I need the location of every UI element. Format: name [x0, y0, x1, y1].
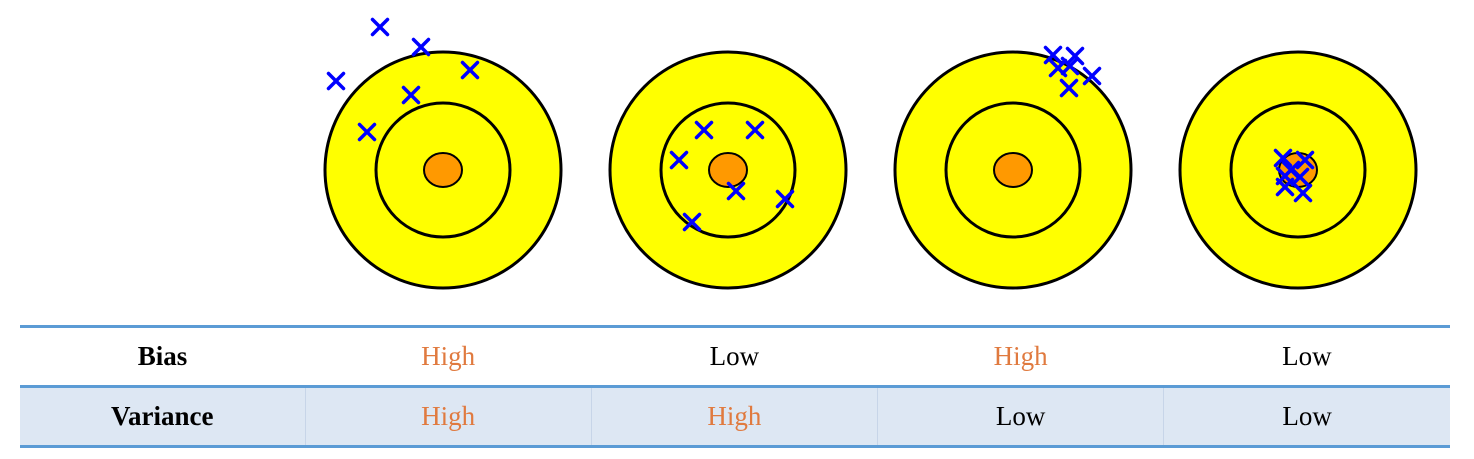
- x-marker-icon: [1275, 177, 1295, 197]
- bullseye: [708, 152, 748, 188]
- variance-cell-2: High: [590, 386, 878, 447]
- bias-cell-2: Low: [709, 341, 760, 371]
- x-marker-icon: [411, 37, 431, 57]
- x-marker-icon: [1273, 148, 1293, 168]
- targets-diagram: [323, 17, 1418, 290]
- table-row-variance: Variance High High Low Low: [20, 386, 1450, 447]
- target-1: [323, 17, 563, 290]
- x-marker-icon: [1059, 78, 1079, 98]
- bias-variance-table: Bias High Low High Low Variance High Hig…: [20, 325, 1450, 448]
- x-marker-icon: [1293, 183, 1313, 203]
- x-marker-icon: [745, 120, 765, 140]
- x-marker-icon: [370, 17, 390, 37]
- bias-cell-4: Low: [1282, 341, 1332, 371]
- bullseye: [423, 152, 463, 188]
- x-marker-icon: [1290, 167, 1310, 187]
- target-3: [893, 45, 1133, 290]
- x-marker-icon: [1060, 56, 1080, 76]
- variance-cell-3: Low: [876, 386, 1164, 447]
- table-row-bias: Bias High Low High Low: [20, 326, 1450, 387]
- variance-cell-1: High: [304, 386, 592, 447]
- x-marker-icon: [682, 212, 702, 232]
- row-header-variance: Variance: [111, 401, 214, 431]
- target-2: [608, 50, 848, 290]
- x-marker-icon: [669, 150, 689, 170]
- x-marker-icon: [357, 122, 377, 142]
- bias-cell-1: High: [421, 341, 476, 371]
- bullseye: [993, 152, 1033, 188]
- x-marker-icon: [1043, 45, 1063, 65]
- x-marker-icon: [326, 71, 346, 91]
- inner-ring: [1229, 101, 1367, 239]
- x-marker-icon: [401, 85, 421, 105]
- x-marker-icon: [460, 60, 480, 80]
- inner-ring: [659, 101, 797, 239]
- row-header-bias: Bias: [137, 341, 188, 371]
- bias-cell-3: High: [993, 341, 1048, 371]
- x-marker-icon: [1065, 46, 1085, 66]
- x-marker-icon: [775, 189, 795, 209]
- variance-cell-4: Low: [1163, 386, 1450, 447]
- x-marker-icon: [1082, 66, 1102, 86]
- target-4: [1178, 50, 1418, 290]
- inner-ring: [374, 101, 512, 239]
- inner-ring: [944, 101, 1082, 239]
- x-marker-icon: [1295, 150, 1315, 170]
- x-marker-icon: [726, 181, 746, 201]
- x-marker-icon: [694, 120, 714, 140]
